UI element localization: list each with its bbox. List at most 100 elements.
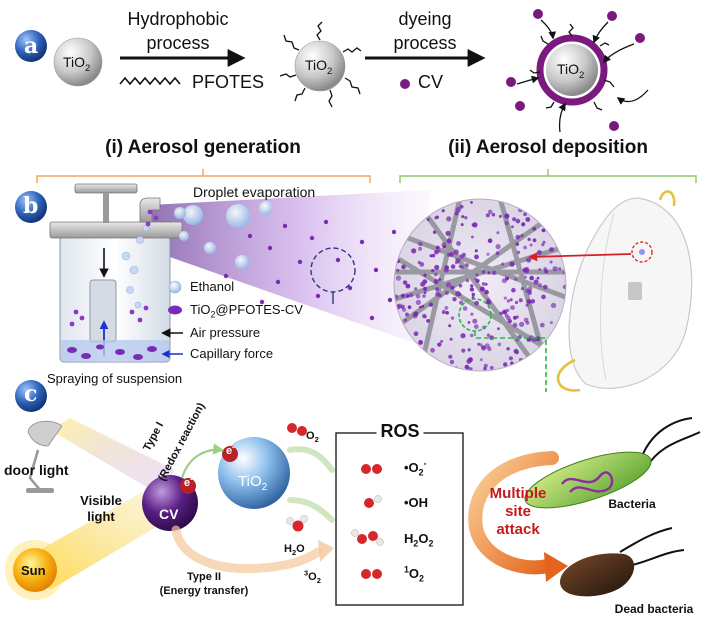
mesh-particle: [505, 276, 510, 281]
mask-label: [628, 282, 642, 300]
bacteria-label: Bacteria: [608, 497, 656, 511]
mesh-particle: [558, 267, 562, 271]
mesh-particle: [541, 294, 546, 300]
spray-droplets: [121, 224, 150, 309]
mask-sample-circle: [631, 241, 653, 263]
mask-strap-bottom: [556, 358, 581, 392]
mesh-particle: [497, 327, 500, 331]
mesh-particle: [449, 337, 453, 341]
mesh-particle: [475, 273, 479, 277]
mesh-particle: [400, 293, 405, 298]
mesh-particle: [431, 269, 435, 273]
mesh-particle: [499, 311, 503, 316]
mesh-particle: [413, 331, 419, 337]
mesh-particle: [459, 300, 464, 305]
ros-h2o2-icon: [351, 529, 384, 546]
mesh-particle: [504, 213, 510, 219]
mesh-particle: [538, 268, 542, 271]
atomizer-device: [49, 183, 183, 363]
mesh-particle: [423, 286, 428, 291]
badge-b-label: b: [23, 193, 39, 219]
mesh-particle: [526, 299, 531, 303]
mesh-particle: [541, 243, 545, 247]
lamp-shade: [27, 420, 63, 447]
mesh-particle: [515, 218, 521, 224]
mesh-particle: [403, 318, 407, 322]
header-aerosol-deposition: (ii) Aerosol deposition: [448, 137, 648, 158]
mesh-particle: [415, 294, 421, 299]
cv-label-a: CV: [418, 72, 444, 92]
mesh-particle: [491, 213, 496, 217]
aerosol-particles: [223, 219, 407, 321]
mesh-particle: [486, 298, 490, 301]
mesh-particle: [426, 218, 430, 222]
mesh-particle: [450, 264, 456, 269]
mesh-particle: [395, 275, 402, 281]
mesh-particle: [448, 252, 454, 257]
electron-label-tio2: e-: [226, 442, 235, 457]
electron-label-cv: e-: [184, 474, 193, 489]
bracket-generation: [36, 169, 371, 183]
mesh-particle: [466, 366, 471, 371]
mesh-particle: [458, 265, 462, 268]
mesh-particle: [434, 264, 440, 270]
h2o-to-ros-arrow: [287, 497, 335, 523]
mesh-particle: [527, 286, 533, 292]
mesh-particle: [423, 291, 427, 294]
mesh-particle: [552, 266, 558, 272]
mesh-particle: [504, 221, 509, 226]
mesh-particle: [521, 222, 526, 227]
mesh-particle: [470, 312, 474, 316]
mesh-particle: [446, 282, 452, 288]
bracket-deposition: [399, 169, 697, 183]
atomizer-rod: [103, 193, 109, 223]
mesh-particle: [402, 280, 408, 285]
mesh-particle: [445, 230, 451, 236]
mesh-particle: [460, 333, 466, 339]
mesh-particle: [472, 222, 478, 228]
mesh-particle: [527, 237, 531, 241]
mesh-particle: [423, 273, 427, 277]
ethanol-droplets: [174, 201, 273, 269]
dyeing-label-line2: process: [393, 33, 457, 53]
mesh-particle: [549, 260, 553, 264]
mesh-particle: [440, 340, 444, 343]
mesh-particle: [414, 287, 418, 291]
tio2-particle-dyed: [546, 44, 598, 96]
pfotes-label: PFOTES: [192, 72, 265, 92]
mesh-particle: [469, 333, 474, 338]
mesh-particle: [509, 298, 513, 302]
mesh-particle: [519, 321, 525, 327]
mesh-particle: [483, 363, 488, 368]
lamp-beam: [50, 418, 175, 495]
mask-pointer-arrow: [528, 252, 632, 262]
header-aerosol-generation: (i) Aerosol generation: [105, 137, 301, 158]
mesh-particle: [550, 302, 557, 309]
mesh-particle: [438, 293, 442, 298]
badge-c-circle: [15, 380, 47, 412]
mesh-particle: [530, 299, 536, 304]
type2-arrow-head: [318, 540, 334, 562]
mesh-particle: [484, 343, 490, 349]
mesh-particle: [520, 287, 525, 291]
mesh-particle: [523, 212, 527, 217]
mesh-particle: [419, 262, 425, 267]
mesh-particle: [441, 242, 447, 248]
spraying-label: Spraying of suspension: [47, 371, 183, 386]
mesh-particle: [532, 238, 537, 243]
tio2-label-a2: TiO2: [305, 57, 333, 77]
mesh-particle: [441, 309, 447, 314]
h2o-label: H2O: [284, 543, 305, 558]
multiple-site-attack-line2: site: [505, 503, 531, 520]
mesh-particle: [444, 290, 449, 295]
mesh-particle: [449, 359, 455, 365]
mesh-particle: [444, 306, 449, 310]
atomizer-handle: [74, 183, 138, 194]
mesh-particle: [429, 254, 433, 258]
mesh-particle: [518, 298, 523, 303]
mesh-particle: [486, 333, 491, 337]
legend-particle-label: TiO2@PFOTES-CV: [190, 302, 303, 320]
mesh-particle: [456, 241, 461, 246]
mesh-particle: [437, 342, 442, 347]
